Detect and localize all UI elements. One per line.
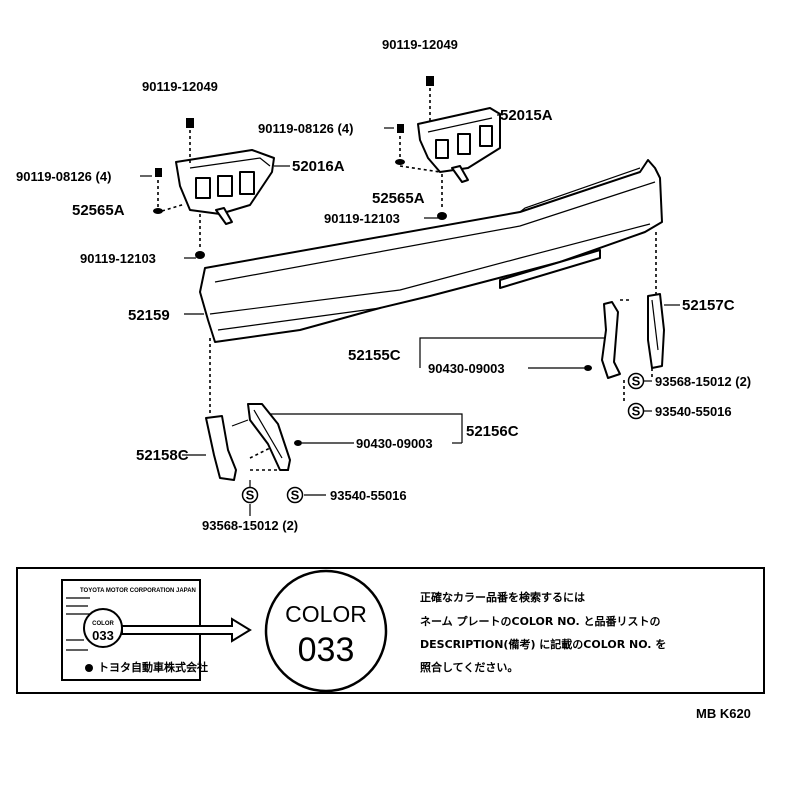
part-labels: 90119-12049 90119-12049 52015A 90119-081… [16,37,751,533]
label-bolt-bottom-left: 90119-12103 [80,251,156,266]
s-symbol-right-2: S [627,402,645,420]
svg-text:ネーム プレートのCOLOR NO. と品番リストの: ネーム プレートのCOLOR NO. と品番リストの [420,614,661,628]
label-screw-left: 90119-08126 (4) [16,169,111,184]
color-note-box: TOYOTA MOTOR CORPORATION JAPAN COLOR 033… [16,567,765,694]
svg-text:TOYOTA MOTOR CORPORATION JAPAN: TOYOTA MOTOR CORPORATION JAPAN [80,588,196,594]
label-retainer-left-inner: 52156C [466,423,519,440]
figure-id: MB K620 [696,706,751,721]
label-bolt-bottom-right: 90119-12103 [324,211,400,226]
label-bracket-right: 52015A [500,107,553,124]
svg-text:S: S [291,488,300,503]
label-bolt-top-right: 90119-12049 [382,37,458,52]
s-symbol-left-1: S [286,486,304,504]
svg-text:S: S [632,374,641,389]
label-bracket-left: 52016A [292,158,345,175]
fasteners [153,76,447,259]
label-screw-s-right-1: 93568-15012 (2) [655,374,751,389]
svg-text:トヨタ自動車株式会社: トヨタ自動車株式会社 [98,660,208,674]
bracket-left [175,149,275,225]
svg-text:033: 033 [92,628,114,643]
svg-text:正確なカラー品番を検索するには: 正確なカラー品番を検索するには [420,590,585,604]
label-screw-s-right-2: 93540-55016 [655,404,732,419]
label-bumper-cover: 52159 [128,307,170,324]
retainer-left [205,338,302,488]
label-bolt-top-left: 90119-12049 [142,79,218,94]
retainer-right [584,232,665,402]
name-plate: TOYOTA MOTOR CORPORATION JAPAN COLOR 033… [61,579,252,681]
label-retainer-right-inner: 52155C [348,347,401,364]
s-symbol-right-1: S [627,372,645,390]
svg-text:COLOR: COLOR [285,601,367,627]
bracket-right [417,107,501,183]
label-retainer-right-upper: 52157C [682,297,735,314]
label-nut-left: 52565A [72,202,125,219]
svg-text:033: 033 [298,631,355,669]
svg-text:COLOR: COLOR [92,621,114,627]
svg-text:S: S [632,404,641,419]
s-symbol-left-2: S [241,486,259,504]
label-screw-right: 90119-08126 (4) [258,121,353,136]
svg-text:照合してください。: 照合してください。 [420,660,518,674]
label-retainer-left-lower: 52158C [136,447,189,464]
bumper-cover [199,159,663,343]
leader-lines [140,114,680,516]
s-symbols: S S S S [241,372,645,504]
svg-text:S: S [246,488,255,503]
color-code-circle: COLOR 033 [264,569,388,693]
label-screw-s-left-2: 93568-15012 (2) [202,518,298,533]
color-note-text: 正確なカラー品番を検索するには ネーム プレートのCOLOR NO. と品番リス… [420,590,666,674]
label-screw-s-left-1: 93540-55016 [330,488,407,503]
label-clip-right: 90430-09003 [428,361,505,376]
label-clip-left: 90430-09003 [356,436,433,451]
label-nut-right: 52565A [372,190,425,207]
svg-text:DESCRIPTION(備考) に記載のCOLOR NO.: DESCRIPTION(備考) に記載のCOLOR NO. を [420,637,666,651]
